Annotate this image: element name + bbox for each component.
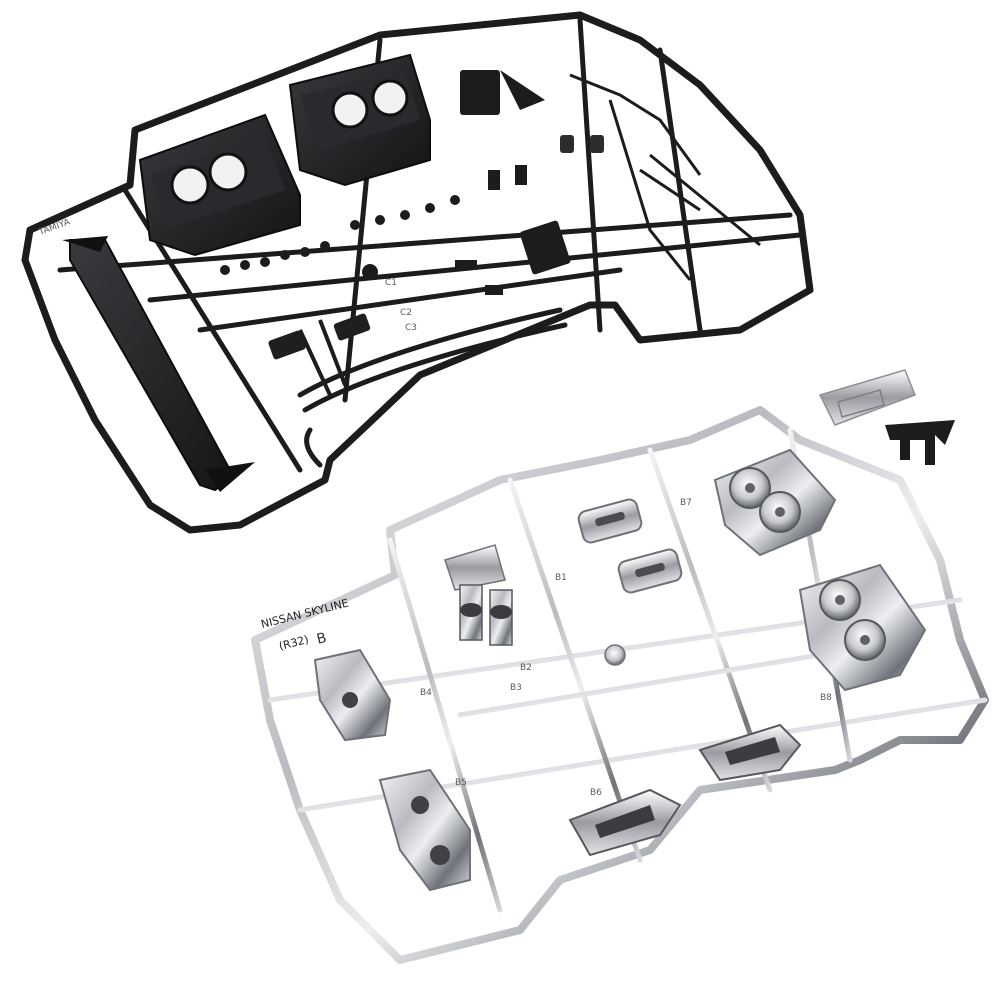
- chrome-sprue-frame: [251, 406, 989, 964]
- chrome-tag-text: NISSAN SKYLINE: [260, 597, 350, 631]
- small-parts-chrome: [668, 678, 747, 727]
- chrome-gauge-housing-2: [798, 563, 927, 692]
- chrome-mirror-plate: [818, 369, 916, 426]
- wiper-parts: [569, 73, 761, 281]
- chrome-label-b7: B7: [680, 498, 692, 508]
- chrome-label-b3: B3: [510, 683, 522, 693]
- chrome-door-handle-2: [617, 548, 683, 594]
- black-label-c3: C3: [405, 323, 417, 333]
- chrome-label-b2: B2: [520, 663, 532, 673]
- chrome-rail-7: [457, 642, 883, 718]
- chrome-tag-subtext: (R32): [278, 633, 310, 653]
- black-sprue: TAMIYA C1 C2 C3: [21, 11, 814, 534]
- chrome-label-b8: B8: [820, 693, 832, 703]
- chrome-bracket-1: [313, 648, 392, 742]
- gauge-pod-left: [138, 113, 301, 257]
- chrome-tag-letter: B: [315, 630, 328, 648]
- chrome-bracket-2: [378, 768, 471, 892]
- black-label-c1: C1: [385, 278, 397, 288]
- chrome-mirror-2: [698, 723, 802, 782]
- chrome-mirror-1: [568, 788, 682, 857]
- chrome-rail-4: [507, 477, 643, 863]
- chrome-exhaust-tips: [444, 544, 513, 646]
- black-rail-5: [577, 17, 603, 333]
- black-clip-parts: [885, 420, 955, 465]
- chrome-door-handle-1: [577, 498, 643, 544]
- rear-wing-part: [62, 236, 255, 492]
- chrome-label-b4: B4: [420, 688, 432, 698]
- chrome-gauge-housing-1: [713, 448, 837, 557]
- chrome-rail-3: [387, 537, 503, 913]
- black-sprue-frame: [21, 11, 814, 534]
- chrome-label-b1: B1: [555, 573, 567, 583]
- black-rail-1: [57, 212, 793, 273]
- small-parts-black: [220, 70, 604, 295]
- black-label-c2: C2: [400, 308, 412, 318]
- gauge-pod-right: [288, 53, 431, 187]
- chrome-label-b5: B5: [455, 778, 467, 788]
- black-rail-7: [657, 47, 703, 333]
- chrome-label-b6: B6: [590, 788, 602, 798]
- roll-bar-parts: [297, 307, 568, 468]
- chrome-hub: [604, 644, 626, 666]
- black-rail-3: [197, 267, 623, 333]
- chrome-sprue: NISSAN SKYLINE (R32) B B1 B2 B3 B4 B5 B6…: [251, 406, 989, 964]
